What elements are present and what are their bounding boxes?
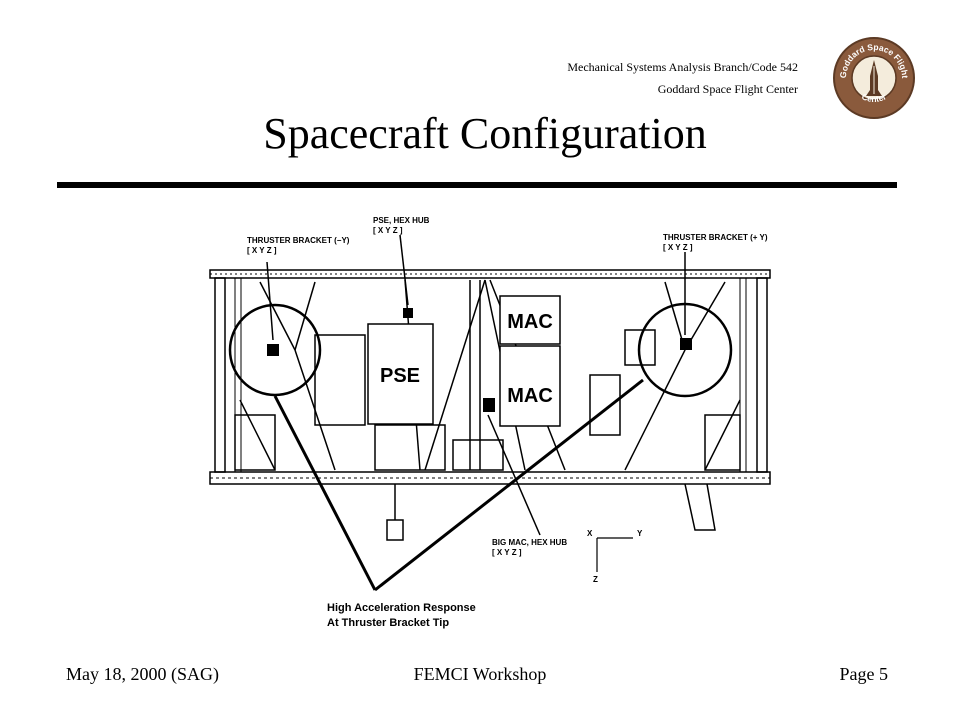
thruster-plus-y-marker [680, 338, 692, 350]
axis-y-label: Y [637, 529, 643, 538]
slide-title: Spacecraft Configuration [263, 109, 707, 158]
thruster-minus-y-axes: [ X Y Z ] [247, 246, 277, 255]
mac-top-box [499, 295, 561, 345]
spacecraft-diagram: PSE MAC MAC PSE, HEX HUB [ X Y Z ] THRUS… [209, 216, 771, 629]
big-mac-hex-hub-marker [483, 398, 495, 412]
pse-hex-hub-marker [403, 308, 413, 318]
footer-date: May 18, 2000 (SAG) [66, 664, 219, 684]
mac-top-label: MAC [507, 311, 553, 333]
callout-line-1: High Acceleration Response [327, 602, 476, 614]
svg-text:BIG MAC, HEX HUB [ X Y Z ]: BIG MAC, HEX HUB [ X Y Z ] [492, 538, 569, 557]
org-line-1: Mechanical Systems Analysis Branch/Code … [567, 60, 798, 74]
thruster-circle-minus-y [228, 303, 322, 397]
svg-text:THRUSTER BRACKET (+ Y) [ X: THRUSTER BRACKET (+ Y) [ X Y Z ] [663, 233, 770, 252]
svg-text:PSE, HEX HUB [ X Y Z ]: PSE, HEX HUB [ X Y Z ] [373, 216, 432, 235]
pse-box [367, 323, 434, 425]
pse-hub-label: PSE, HEX HUB [373, 216, 430, 225]
pse-box-label: PSE [380, 365, 420, 387]
big-mac-hub-axes: [ X Y Z ] [492, 548, 522, 557]
axis-z-label: Z [593, 575, 598, 584]
mac-bottom-label: MAC [507, 385, 553, 407]
axis-triad [596, 537, 633, 572]
footer-page: Page 5 [839, 664, 889, 684]
footer-title: FEMCI Workshop [413, 664, 547, 684]
callout-line-2: At Thruster Bracket Tip [327, 617, 449, 629]
thruster-plus-y-label: THRUSTER BRACKET (+ Y) [663, 233, 768, 242]
thruster-minus-y-label: THRUSTER BRACKET (−Y) [247, 236, 350, 245]
axis-x-label: X [587, 529, 593, 538]
pse-hub-axes: [ X Y Z ] [373, 226, 403, 235]
svg-text:High Acceleration Response: High Acceleration Response At Thruster B… [327, 602, 479, 629]
thruster-plus-y-axes: [ X Y Z ] [663, 243, 693, 252]
big-mac-hub-label: BIG MAC, HEX HUB [492, 538, 567, 547]
mac-bottom-box [499, 345, 561, 427]
goddard-logo: Goddard Space Flight Center [833, 37, 915, 119]
svg-text:THRUSTER BRACKET (−Y) [ X: THRUSTER BRACKET (−Y) [ X Y Z ] [247, 236, 352, 255]
title-rule [57, 182, 897, 188]
org-line-2: Goddard Space Flight Center [657, 82, 798, 96]
thruster-minus-y-marker [267, 344, 279, 356]
